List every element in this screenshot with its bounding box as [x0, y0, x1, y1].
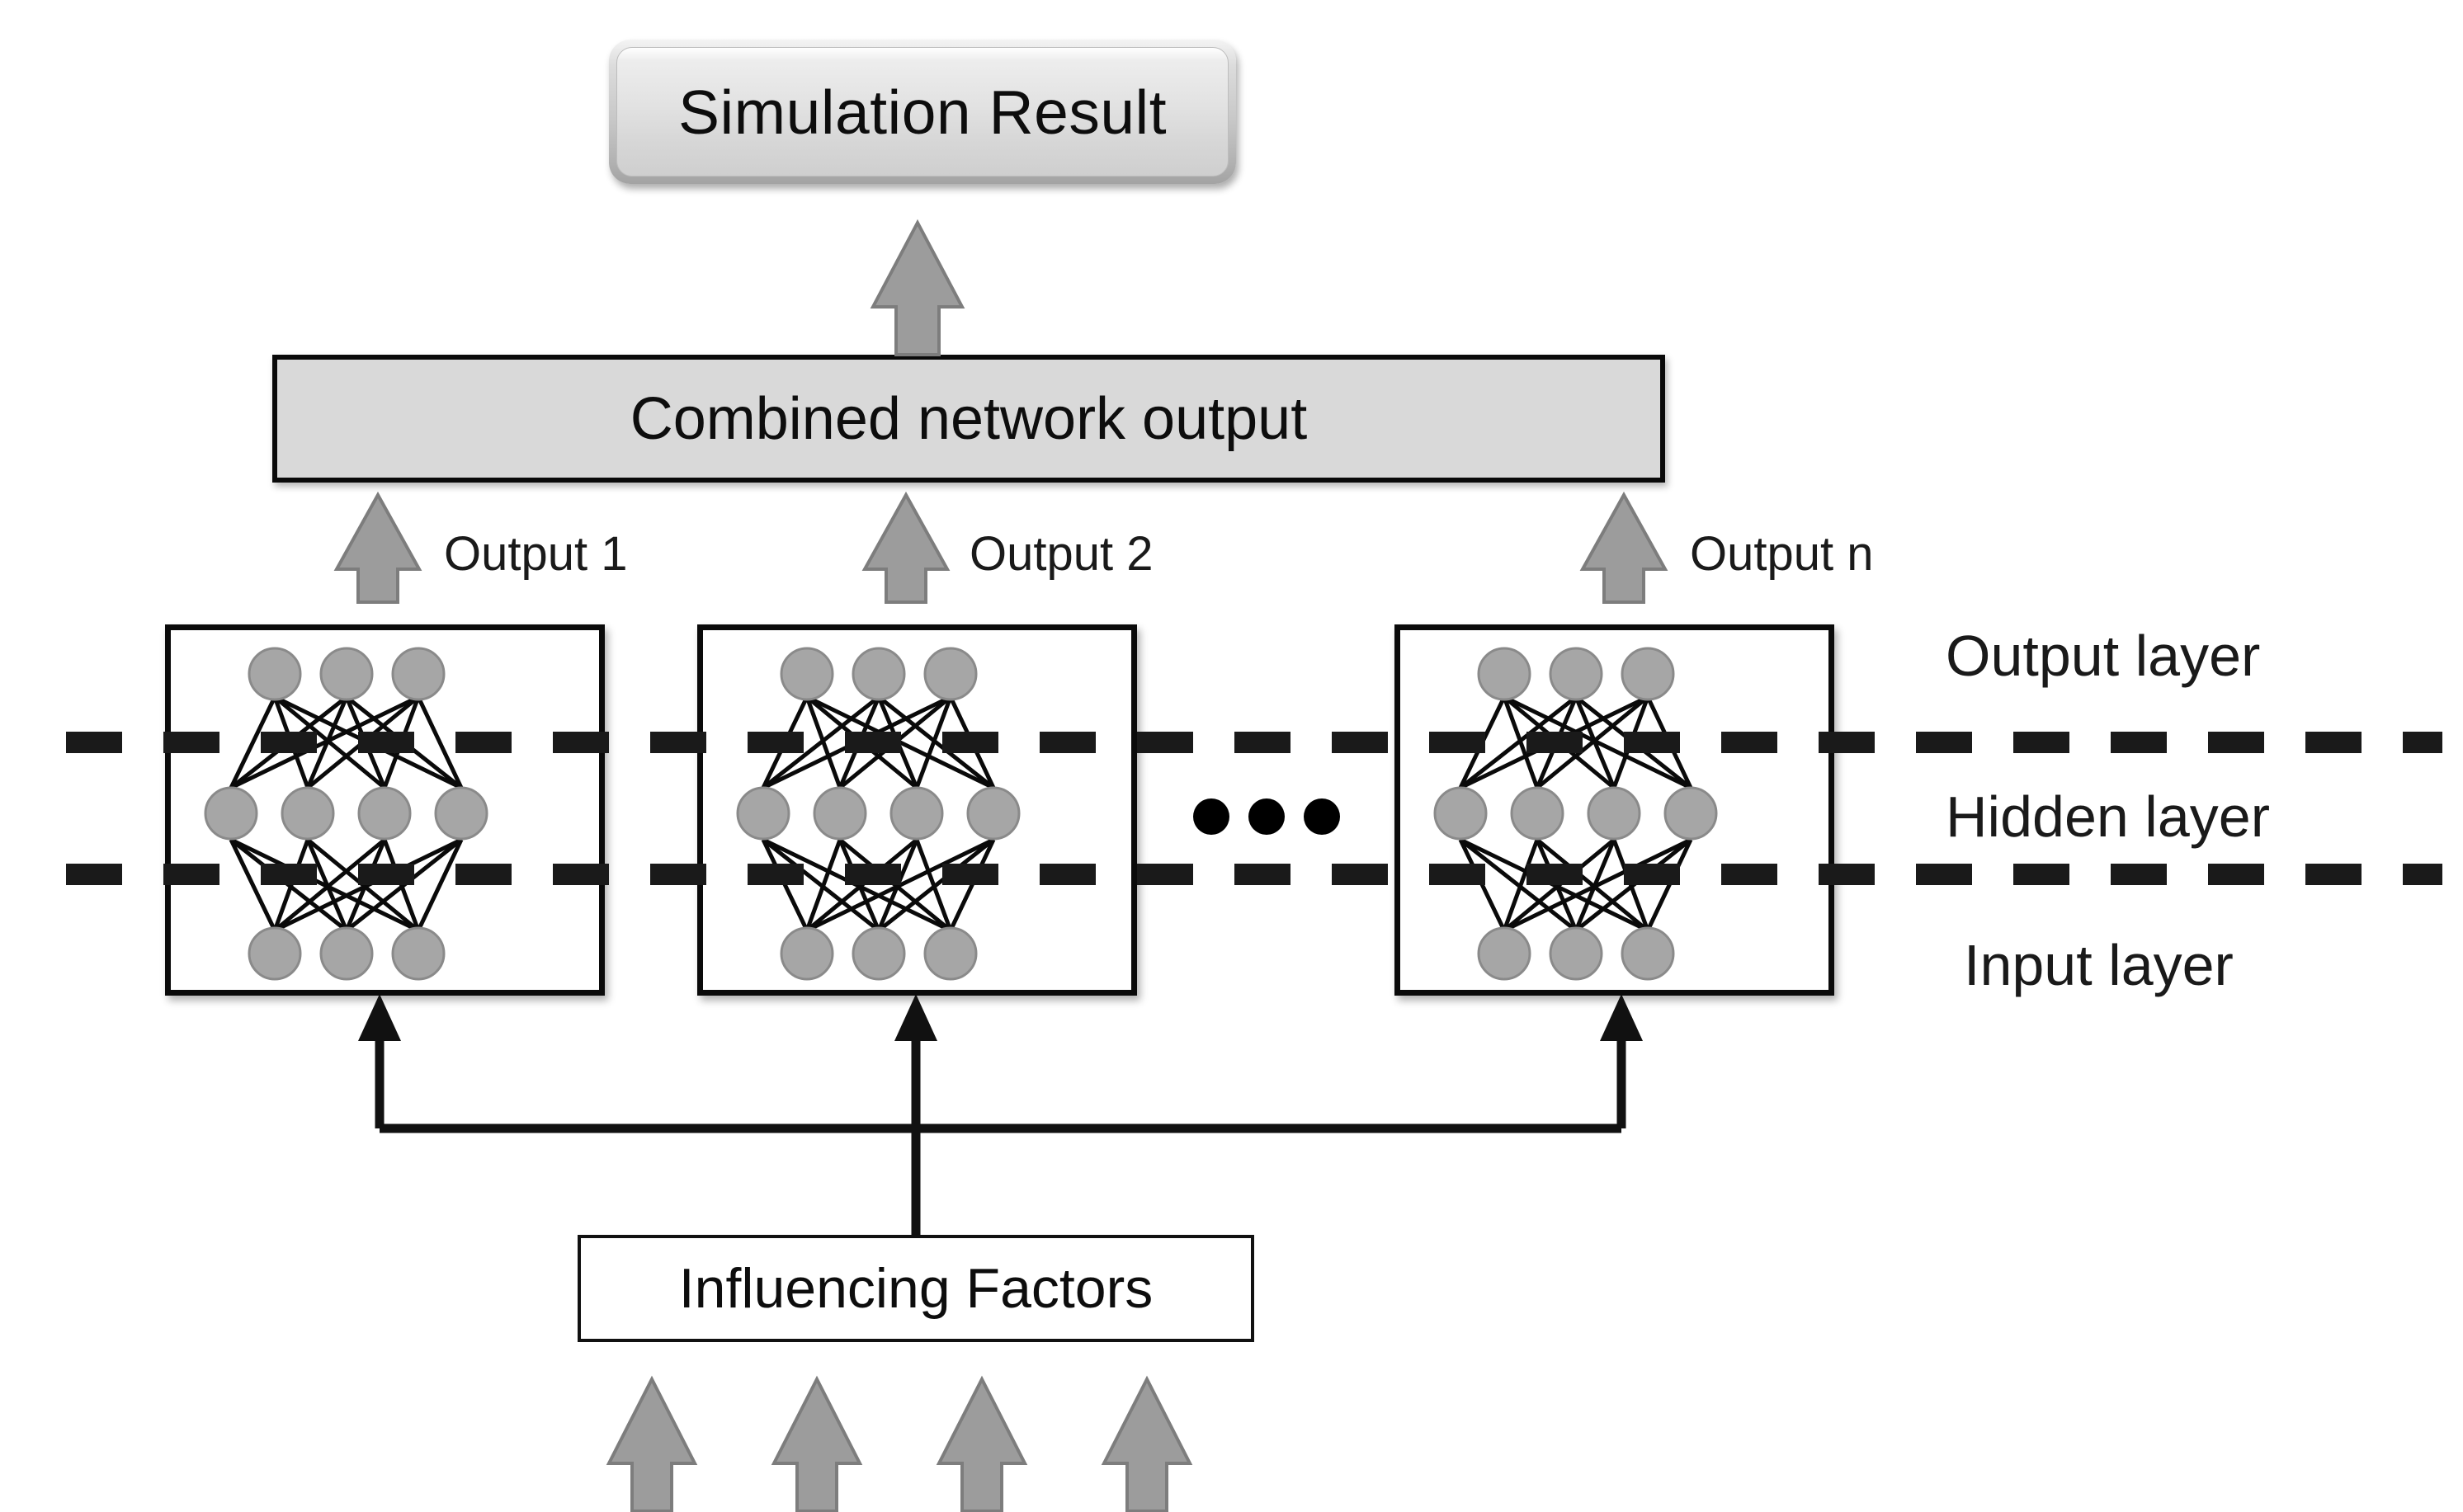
combined-network-output-label: Combined network output	[630, 385, 1308, 452]
output-n-label: Output n	[1690, 527, 1874, 581]
simulation-result-inner-panel: Simulation Result	[616, 47, 1229, 177]
input-distribution-connector	[375, 1029, 1626, 1235]
combined-network-output-box[interactable]: Combined network output	[272, 355, 1665, 483]
network-graph-1	[204, 647, 488, 981]
arrow-output-1	[333, 491, 422, 604]
network-graph-2	[736, 647, 1021, 981]
output-1-label: Output 1	[444, 527, 628, 581]
ellipsis-dots-icon	[1193, 798, 1340, 835]
network-graph-n	[1433, 647, 1718, 981]
network-2-nodes	[736, 647, 1021, 981]
simulation-result-label: Simulation Result	[677, 77, 1168, 147]
arrow-output-2	[861, 491, 951, 604]
influencing-factor-input-arrows	[606, 1375, 1193, 1512]
output-2-label: Output 2	[970, 527, 1154, 581]
network-n-nodes	[1433, 647, 1718, 981]
input-layer-caption: Input layer	[1964, 933, 2234, 997]
hidden-layer-caption: Hidden layer	[1946, 784, 2270, 849]
influencing-factors-box[interactable]: Influencing Factors	[578, 1235, 1254, 1342]
influencing-factors-label: Influencing Factors	[678, 1257, 1154, 1320]
arrow-combined-to-simulation	[870, 219, 965, 356]
network-1-nodes	[204, 647, 488, 981]
simulation-result-button[interactable]: Simulation Result	[609, 40, 1236, 184]
input-connector-arrowheads	[358, 994, 1643, 1041]
arrow-output-n	[1579, 491, 1668, 604]
output-layer-caption: Output layer	[1946, 624, 2261, 688]
